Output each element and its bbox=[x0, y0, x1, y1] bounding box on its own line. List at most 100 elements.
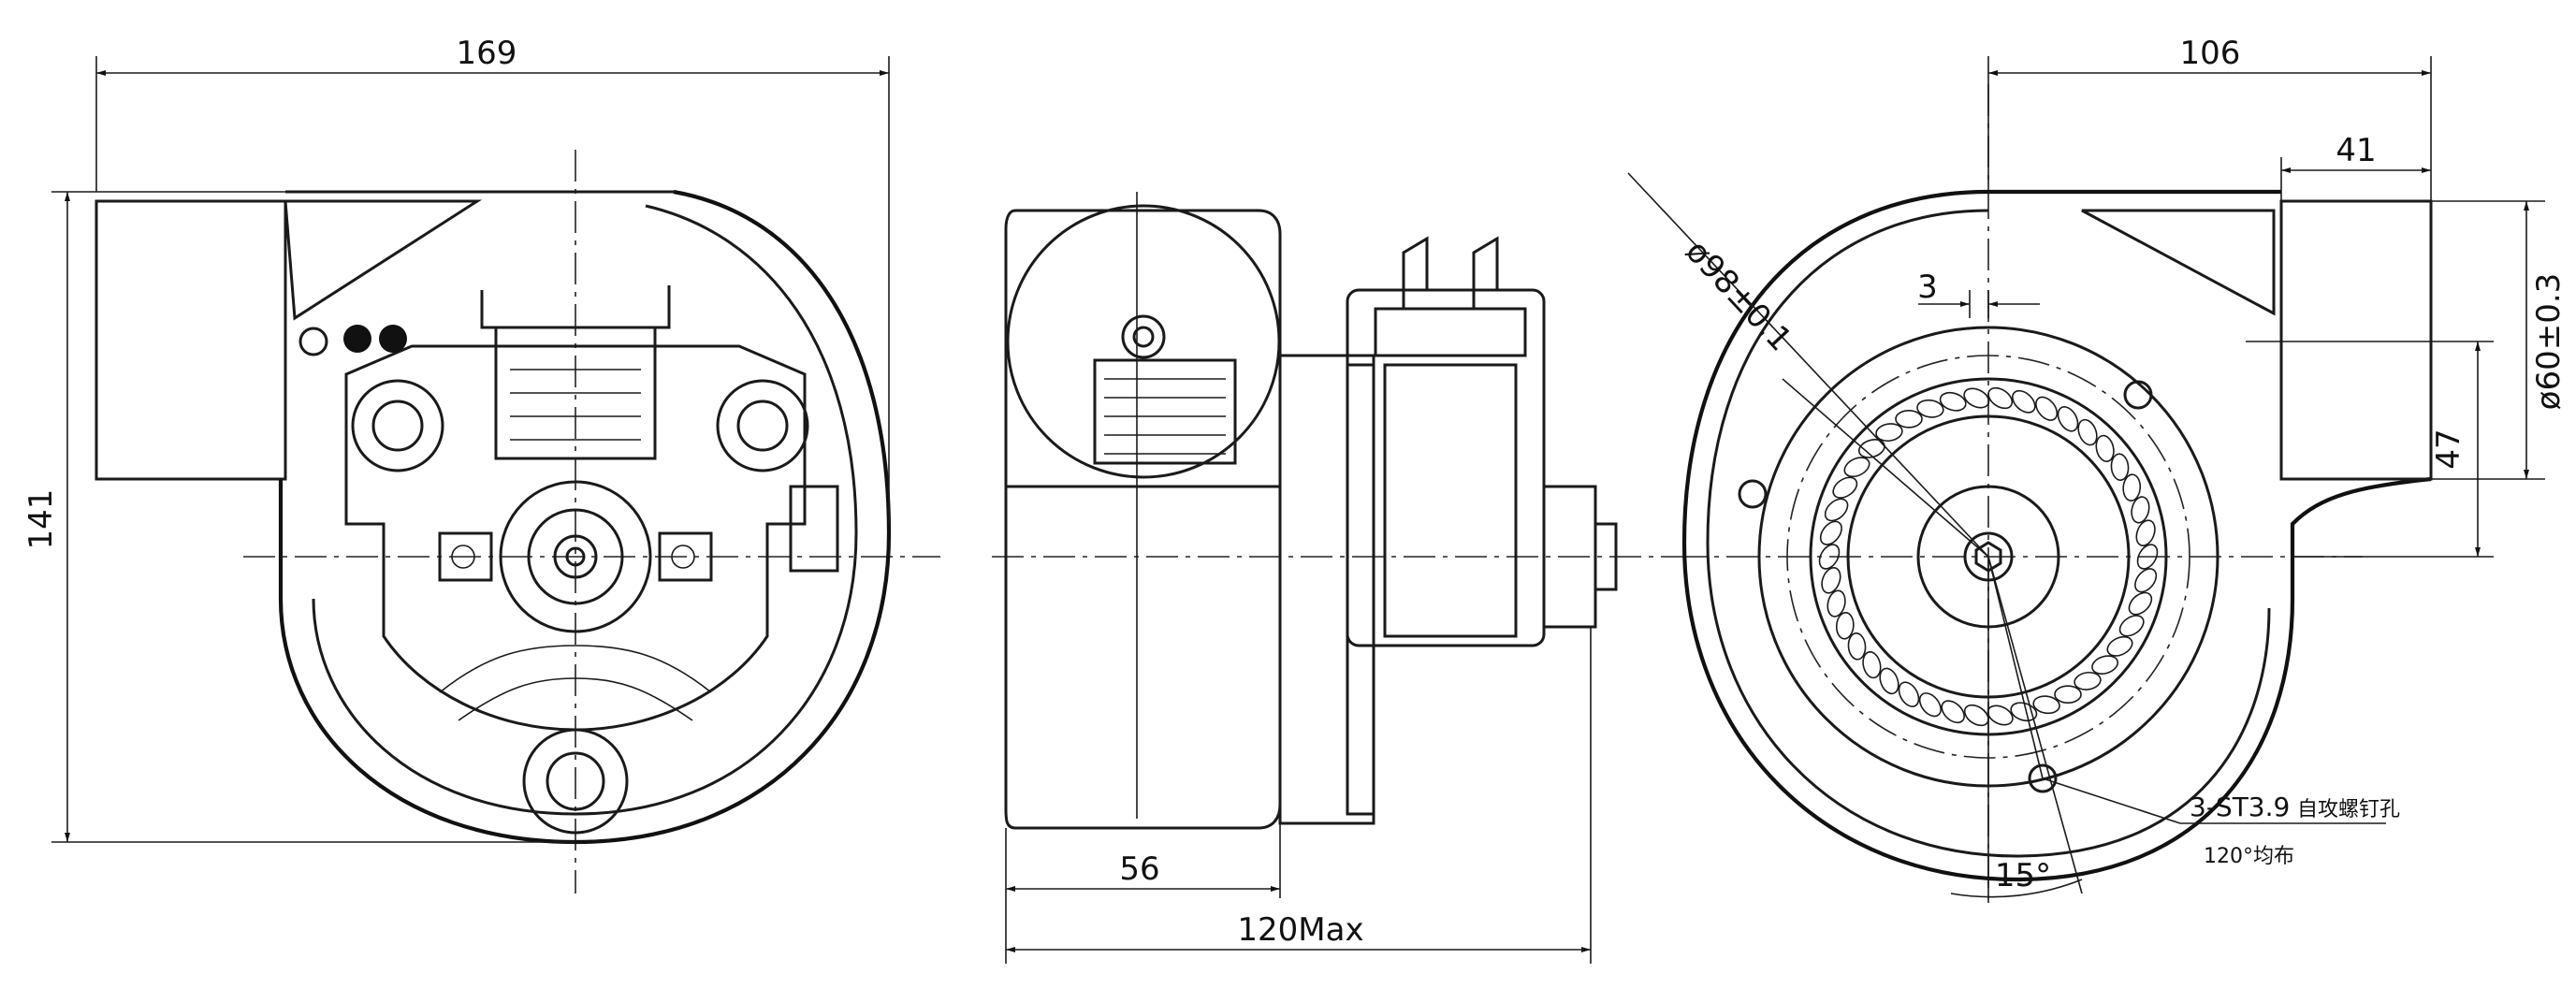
distribution-note: 120°均布 bbox=[2204, 845, 2294, 868]
impeller-blade bbox=[1918, 692, 1942, 718]
front-view: 169 141 bbox=[22, 35, 940, 894]
impeller-blade bbox=[2032, 695, 2060, 715]
front-boss-bottom bbox=[522, 728, 629, 835]
impeller-blade bbox=[1818, 544, 1841, 570]
impeller-blade bbox=[2074, 671, 2102, 690]
angle-15-label: 15° bbox=[1995, 857, 2051, 894]
impeller-blade bbox=[2057, 406, 2079, 432]
impeller-blade bbox=[2106, 635, 2133, 657]
impeller-blade bbox=[2012, 389, 2036, 414]
front-coil bbox=[494, 326, 657, 460]
side-view: 56 120Max bbox=[992, 192, 1675, 964]
impeller-blade bbox=[1862, 651, 1882, 679]
impeller-blade bbox=[2035, 396, 2059, 421]
impeller-blade bbox=[1879, 667, 1899, 695]
side-terminals bbox=[1402, 236, 1499, 309]
radial-line bbox=[1782, 378, 1989, 558]
impeller-blade bbox=[2054, 685, 2082, 705]
vent-arc bbox=[439, 645, 712, 693]
impeller-blade bbox=[1939, 391, 1967, 412]
rear-wedge bbox=[2081, 209, 2276, 316]
impeller-blade bbox=[2110, 453, 2130, 481]
impeller-blade bbox=[1821, 567, 1841, 594]
dimension-41-label: 41 bbox=[2336, 132, 2376, 169]
front-left-tab bbox=[438, 531, 493, 582]
radial-line bbox=[1987, 556, 2044, 779]
front-boss-right bbox=[716, 379, 809, 472]
front-hole-solid bbox=[379, 325, 407, 353]
impeller-blade bbox=[1847, 632, 1867, 661]
impeller-blade bbox=[1826, 589, 1846, 618]
shaft-cap bbox=[1594, 522, 1618, 591]
plate-flange bbox=[1346, 363, 1375, 816]
impeller-blade bbox=[1843, 457, 1870, 478]
impeller-blade bbox=[2077, 418, 2098, 446]
impeller-blade bbox=[1875, 423, 1903, 443]
front-connector bbox=[789, 485, 839, 573]
boss-inner bbox=[546, 751, 605, 811]
impeller-blade bbox=[2122, 473, 2142, 501]
front-hub-inner bbox=[527, 508, 624, 605]
dimension-106-label: 106 bbox=[2180, 35, 2241, 72]
side-coil bbox=[1383, 363, 1518, 638]
impeller-blade bbox=[2010, 702, 2038, 722]
rear-screw-hole bbox=[2123, 380, 2153, 410]
hole-inner bbox=[1132, 326, 1155, 348]
screw-note-cn: 自攻螺钉孔 bbox=[2297, 798, 2400, 821]
side-outlet-circle bbox=[1006, 204, 1281, 479]
front-right-tab bbox=[658, 531, 713, 582]
dimension-d98-label: ø98±0.1 bbox=[1678, 233, 1798, 359]
front-volute-housing bbox=[278, 189, 892, 845]
impeller-blade bbox=[2128, 591, 2153, 616]
impeller-blade bbox=[2091, 655, 2119, 675]
impeller-blade bbox=[1857, 439, 1885, 458]
front-hole-solid bbox=[343, 325, 371, 353]
impeller-blade bbox=[2134, 568, 2158, 593]
screw-note: 3-ST3.9 bbox=[2190, 792, 2290, 822]
impeller-blade bbox=[1987, 386, 2014, 410]
impeller-blade bbox=[2118, 615, 2145, 637]
rear-outlet bbox=[2279, 199, 2433, 481]
rear-screw-hole bbox=[2028, 763, 2058, 793]
impeller-blade bbox=[1819, 520, 1842, 545]
front-shaft bbox=[553, 534, 598, 579]
dimension-56-label: 56 bbox=[1119, 850, 1159, 888]
front-motor-hub bbox=[499, 480, 652, 633]
front-brackets bbox=[480, 285, 671, 329]
side-terminal-block bbox=[1374, 307, 1527, 357]
side-mounting-plate bbox=[1278, 354, 1375, 825]
impeller-blade bbox=[1832, 476, 1858, 499]
dimension-d60-label: ø60±0.3 bbox=[2530, 273, 2568, 411]
impeller-blade bbox=[1963, 387, 1990, 409]
front-outlet-duct bbox=[95, 199, 287, 481]
front-boss-left bbox=[351, 379, 444, 472]
impeller-blade bbox=[1824, 498, 1849, 522]
impeller-blade bbox=[1941, 700, 1965, 724]
dimension-169-label: 169 bbox=[457, 35, 517, 72]
leader-d98 bbox=[1627, 172, 1989, 558]
side-housing bbox=[1004, 209, 1282, 830]
impeller-blade bbox=[1898, 681, 1920, 707]
angle-ref bbox=[1987, 556, 2083, 894]
front-wedge bbox=[284, 199, 483, 321]
rear-volute-housing bbox=[1681, 189, 2432, 882]
front-hole bbox=[298, 327, 328, 356]
rear-view: 106 41 3 ø98±0.1 ø60±0.3 47 3-ST3.9 自攻螺钉… bbox=[1627, 35, 2568, 903]
rear-volute-inner bbox=[1706, 209, 2271, 858]
impeller-blade bbox=[2136, 544, 2159, 570]
leader-screw bbox=[2042, 777, 2181, 824]
tab-screw bbox=[671, 545, 695, 569]
dimension-141-label: 141 bbox=[22, 489, 60, 550]
impeller-blade bbox=[2135, 519, 2156, 546]
side-fan-blade bbox=[1093, 358, 1237, 465]
impeller-blade bbox=[1987, 705, 2014, 726]
vent-arc bbox=[458, 677, 693, 721]
impeller-blade bbox=[1916, 399, 1944, 418]
boss-inner bbox=[371, 400, 424, 452]
impeller-blade bbox=[2095, 434, 2115, 462]
impeller-blade bbox=[1963, 704, 1989, 727]
dimension-47-label: 47 bbox=[2430, 429, 2467, 469]
side-hole bbox=[1121, 314, 1166, 359]
dimension-120max-label: 120Max bbox=[1237, 911, 1363, 949]
